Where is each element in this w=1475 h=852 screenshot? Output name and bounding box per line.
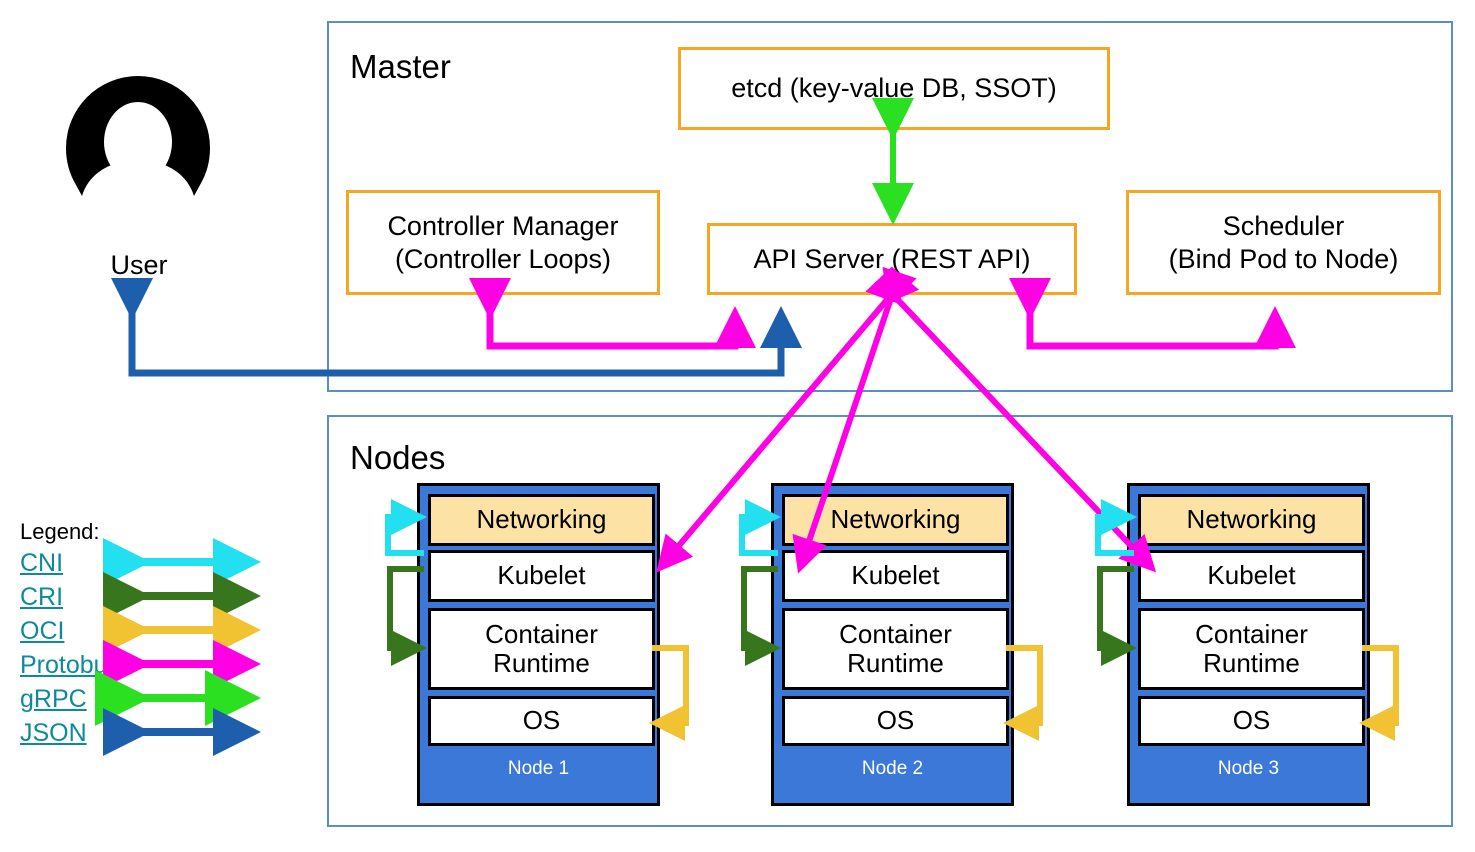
- connector-cni-node1: [385, 499, 427, 556]
- node-2-layer-networking-label: Networking: [830, 504, 961, 535]
- node-1-name: Node 1: [507, 758, 570, 779]
- node-3-layer-networking-label: Networking: [1186, 504, 1317, 535]
- legend-link-cni[interactable]: CNI: [20, 549, 64, 577]
- master-box-scheduler-label: Scheduler (Bind Pod to Node): [1168, 210, 1399, 274]
- master-box-api-server[interactable]: API Server (REST API): [707, 223, 1077, 295]
- legend-link-oci[interactable]: OCI: [20, 617, 65, 645]
- master-title: Master: [350, 48, 451, 85]
- node-1-layer-container-runtime[interactable]: Container Runtime: [428, 608, 655, 690]
- master-box-etcd-label: etcd (key-value DB, SSOT): [731, 73, 1057, 104]
- nodes-title: Nodes: [350, 439, 446, 476]
- node-3-layer-kubelet[interactable]: Kubelet: [1138, 550, 1365, 602]
- master-box-api-server-label: API Server (REST API): [753, 243, 1031, 274]
- node-1-layer-kubelet[interactable]: Kubelet: [428, 550, 655, 602]
- node-2-layer-kubelet-label: Kubelet: [851, 560, 940, 591]
- user-label: User: [110, 250, 168, 280]
- node-1-layer-networking-label: Networking: [476, 504, 607, 535]
- node-3-layer-kubelet-label: Kubelet: [1207, 560, 1296, 591]
- node-2-layer-os[interactable]: OS: [782, 696, 1009, 746]
- connector-cri-node3: [1097, 566, 1137, 666]
- connector-cri-node2: [741, 566, 781, 666]
- node-card-3[interactable]: Networking Kubelet Container Runtime OS …: [1127, 483, 1370, 806]
- node-card-1[interactable]: Networking Kubelet Container Runtime OS …: [417, 483, 660, 806]
- connector-cni-node2: [739, 499, 781, 556]
- master-box-etcd[interactable]: etcd (key-value DB, SSOT): [678, 47, 1110, 130]
- legend-title: Legend:: [20, 519, 100, 544]
- master-box-controller-manager-label: Controller Manager (Controller Loops): [387, 210, 619, 274]
- legend-link-cri[interactable]: CRI: [20, 583, 64, 611]
- node-2-layer-container-runtime[interactable]: Container Runtime: [782, 608, 1009, 690]
- legend-link-grpc[interactable]: gRPC: [20, 685, 87, 713]
- legend-link-json[interactable]: JSON: [20, 719, 87, 747]
- node-2-name: Node 2: [861, 758, 924, 779]
- connector-oci-node3: [1359, 645, 1399, 741]
- connector-oci-node2: [1003, 645, 1043, 741]
- node-2-layer-container-runtime-label: Container Runtime: [839, 618, 952, 678]
- node-3-layer-container-runtime-label: Container Runtime: [1195, 618, 1308, 678]
- node-2-layer-os-label: OS: [876, 705, 915, 736]
- connector-oci-node1: [649, 645, 689, 741]
- node-2-layer-kubelet[interactable]: Kubelet: [782, 550, 1009, 602]
- node-3-layer-networking[interactable]: Networking: [1138, 494, 1365, 546]
- node-3-name: Node 3: [1217, 758, 1280, 779]
- node-card-2[interactable]: Networking Kubelet Container Runtime OS …: [771, 483, 1014, 806]
- master-box-controller-manager[interactable]: Controller Manager (Controller Loops): [346, 190, 660, 295]
- node-3-layer-container-runtime[interactable]: Container Runtime: [1138, 608, 1365, 690]
- master-box-scheduler[interactable]: Scheduler (Bind Pod to Node): [1126, 190, 1441, 295]
- connector-cni-node3: [1095, 499, 1137, 556]
- user-avatar-icon: [62, 68, 214, 228]
- node-3-layer-os-label: OS: [1232, 705, 1271, 736]
- node-3-layer-os[interactable]: OS: [1138, 696, 1365, 746]
- legend-link-protobuf[interactable]: Protobuf: [20, 651, 115, 679]
- node-1-layer-container-runtime-label: Container Runtime: [485, 618, 598, 678]
- node-1-layer-os-label: OS: [522, 705, 561, 736]
- node-1-layer-networking[interactable]: Networking: [428, 494, 655, 546]
- node-1-layer-os[interactable]: OS: [428, 696, 655, 746]
- connector-cri-node1: [387, 566, 427, 666]
- node-1-layer-kubelet-label: Kubelet: [497, 560, 586, 591]
